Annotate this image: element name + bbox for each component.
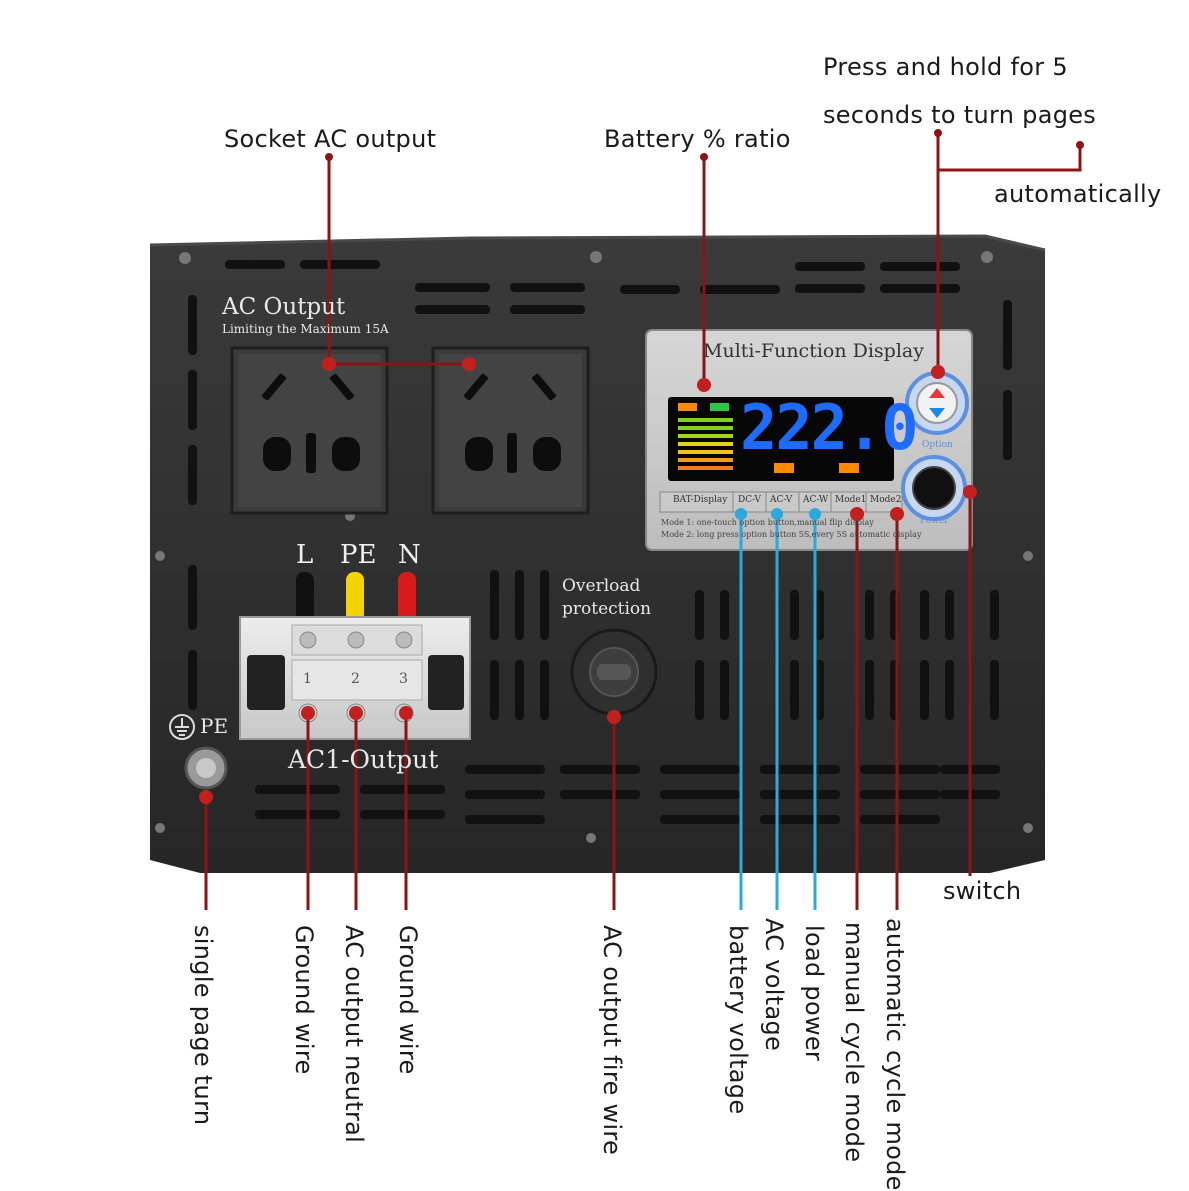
terminal-number-2: 2 <box>351 671 360 687</box>
screws <box>155 251 1033 843</box>
ac1-output-label: AC1-Output <box>288 745 439 774</box>
overload-label-line1: Overload <box>562 576 641 596</box>
mode-button-ac-v: AC-V <box>770 495 793 505</box>
callout-ac-output-fire-wire: AC output fire wire <box>598 925 626 1156</box>
callout-dots <box>199 129 1084 804</box>
callout-manual-cycle-mode: manual cycle mode <box>840 922 868 1163</box>
ground-icon <box>169 714 195 740</box>
callout-single-page-turn: single page turn <box>189 925 217 1126</box>
callout-load-power: load power <box>800 925 828 1062</box>
ac-output-subtitle: Limiting the Maximum 15A <box>222 322 389 336</box>
callout-socket-ac-output: Socket AC output <box>224 125 437 153</box>
callout-press-hold-line2: seconds to turn pages <box>823 101 1097 129</box>
mode-callout-lines <box>739 514 817 910</box>
callout-ac-output-neutral: AC output neutral <box>340 925 368 1144</box>
output-wires <box>296 572 416 622</box>
ac-socket-1 <box>230 346 389 515</box>
vent-slots <box>188 260 1012 824</box>
option-label: Option <box>922 440 953 450</box>
terminal-label-n: N <box>398 540 421 570</box>
display-panel <box>645 329 973 551</box>
callout-automatically: automatically <box>994 180 1162 208</box>
pe-ground-label: PE <box>200 714 229 738</box>
terminal-number-3: 3 <box>399 671 408 687</box>
overload-label-line2: protection <box>562 599 652 619</box>
lcd-reading: 222.0 <box>740 391 919 464</box>
mode-button-mode2: Mode2 <box>870 495 902 505</box>
mode-note-2: Mode 2: long press option button 5S,ever… <box>661 530 922 539</box>
callout-ground-wire-2: Ground wire <box>394 925 422 1075</box>
callout-ac-voltage: AC voltage <box>760 918 788 1052</box>
callout-battery-ratio: Battery % ratio <box>604 125 791 153</box>
callout-press-hold-line1: Press and hold for 5 <box>823 53 1068 81</box>
callout-automatic-cycle-mode: automatic cycle mode <box>881 918 909 1191</box>
terminal-label-l: L <box>296 540 314 570</box>
mode-button-dc-v: DC-V <box>738 495 761 505</box>
callout-switch: switch <box>943 877 1022 905</box>
up-down-arrow-icon <box>929 388 945 418</box>
terminal-number-1: 1 <box>303 671 312 687</box>
power-button <box>901 455 967 521</box>
mode-button-ac-w: AC-W <box>803 495 829 505</box>
ac-socket-2 <box>431 346 590 515</box>
ac-output-title: AC Output <box>222 294 346 320</box>
mode-note-1: Mode 1: one-touch option button,manual f… <box>661 518 874 527</box>
callout-ground-wire-1: Ground wire <box>290 925 318 1075</box>
mode-button-mode1: Mode1 <box>835 495 867 505</box>
ground-stud <box>184 746 228 790</box>
terminal-label-pe: PE <box>340 540 377 570</box>
callout-battery-voltage: battery voltage <box>724 925 752 1115</box>
mode-button-bat-display: BAT-Display <box>673 495 728 505</box>
power-label: Power <box>920 516 949 526</box>
callout-lines <box>204 133 1082 910</box>
display-title: Multi-Function Display <box>703 340 924 362</box>
overload-breaker <box>570 628 658 716</box>
